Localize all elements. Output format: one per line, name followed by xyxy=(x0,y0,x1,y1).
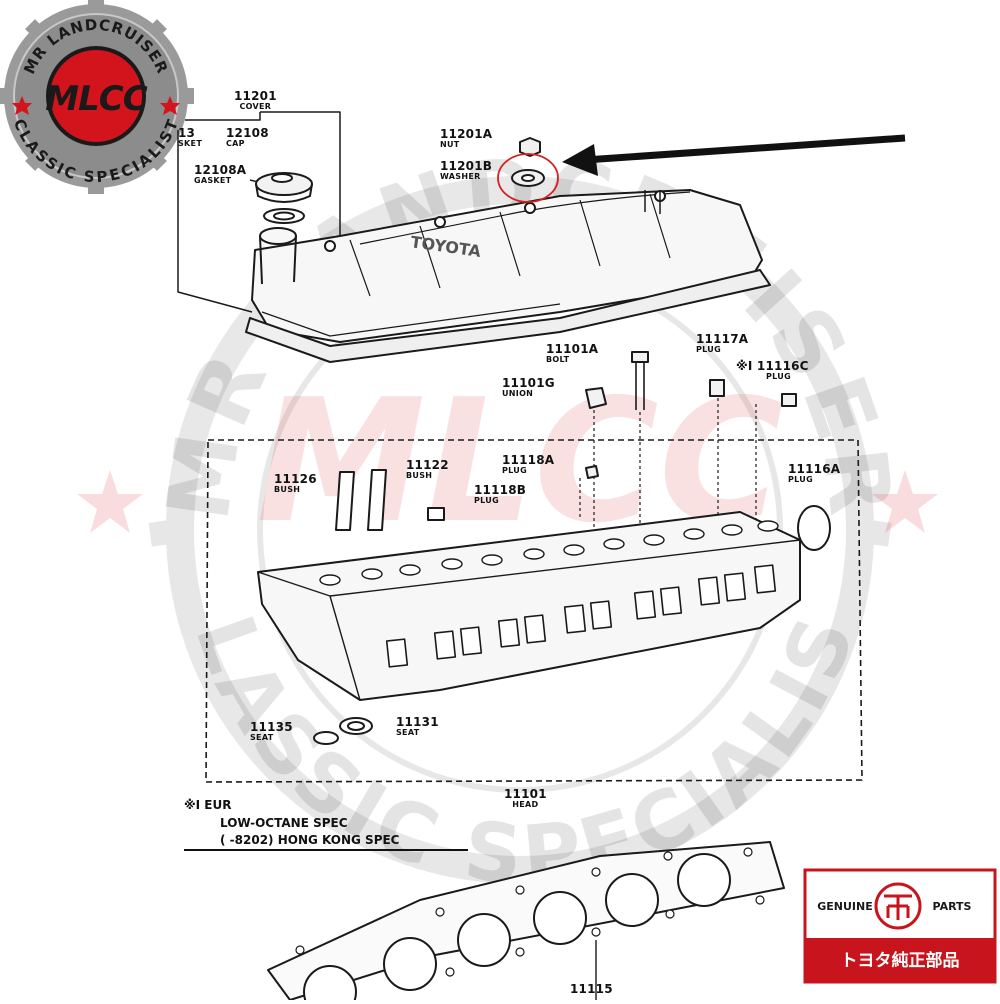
label-11116C-marker: ※Ⅰ xyxy=(736,359,753,373)
label-11201B-name: WASHER xyxy=(440,172,481,181)
note-hong-kong: ( -8202) HONG KONG SPEC xyxy=(220,833,400,847)
label-11126-name: BUSH xyxy=(274,485,301,494)
cylinder-head-drawing xyxy=(205,351,863,783)
badge-left-text: GENUINE xyxy=(817,900,873,913)
highlight-circle xyxy=(497,153,559,203)
note-low-octane: LOW-OCTANE SPEC xyxy=(220,816,348,830)
label-11201B-number: 11201B xyxy=(440,159,493,173)
label-12108A-number: 12108A xyxy=(194,163,247,177)
label-11101-name: HEAD xyxy=(512,800,539,809)
label-11115-number: 11115 xyxy=(570,982,613,996)
genuine-parts-badge: GENUINE PARTS トヨタ純正部品 xyxy=(803,868,997,984)
label-11131-name: SEAT xyxy=(396,728,420,737)
label-11118A-name: PLUG xyxy=(502,466,527,475)
label-11122-number: 11122 xyxy=(406,458,449,472)
label-11116C-name: PLUG xyxy=(766,372,791,381)
label-11117A-number: 11117A xyxy=(696,332,749,346)
label-11135-name: SEAT xyxy=(250,733,274,742)
logo-star-left xyxy=(12,96,32,115)
valve-cover-drawing xyxy=(177,111,771,363)
label-11116A-number: 11116A xyxy=(788,462,841,476)
label-12108-number: 12108 xyxy=(226,126,269,140)
label-11116C-number: 11116C xyxy=(756,359,809,373)
label-11117A-name: PLUG xyxy=(696,345,721,354)
label-11135-number: 11135 xyxy=(250,720,293,734)
label-11122-name: BUSH xyxy=(406,471,433,480)
note-eur: ※Ⅰ EUR xyxy=(184,798,232,812)
pointer-arrow xyxy=(562,134,906,176)
label-11131: 11131 SEAT xyxy=(396,716,439,737)
label-11201A-name: NUT xyxy=(440,140,460,149)
mlcc-logo: MR LANDCRUISER CLASSIC SPECIALIST MLCC xyxy=(0,0,194,194)
label-11116C: ※Ⅰ 11116C PLUG xyxy=(736,360,809,381)
label-11118A-number: 11118A xyxy=(502,453,555,467)
label-11135: 11135 SEAT xyxy=(250,721,293,742)
label-11101A-number: 11101A xyxy=(546,342,599,356)
logo-mark-text: MLCC xyxy=(45,79,147,119)
logo-star-right xyxy=(160,96,180,115)
badge-right-text: PARTS xyxy=(933,900,972,913)
label-11201-name: COVER xyxy=(239,102,272,111)
label-11213-name: SKET xyxy=(178,139,203,148)
label-11118B-name: PLUG xyxy=(474,496,499,505)
label-11116A: 11116A PLUG xyxy=(788,463,840,484)
label-11101: 11101 HEAD xyxy=(504,788,547,809)
label-11213-number: 13 xyxy=(178,126,196,140)
label-11101-number: 11101 xyxy=(504,787,547,801)
label-12108-name: CAP xyxy=(226,139,245,148)
label-11201A: 11201A NUT xyxy=(440,128,492,149)
label-11116A-name: PLUG xyxy=(788,475,813,484)
label-11122: 11122 BUSH xyxy=(406,459,449,480)
label-12108A: 12108A GASKET xyxy=(194,164,246,185)
label-11213: 13 SKET xyxy=(178,127,202,148)
watermark-stars xyxy=(77,470,938,533)
label-11118B: 11118B PLUG xyxy=(474,484,526,505)
badge-bottom-text: トヨタ純正部品 xyxy=(841,950,960,971)
label-11126-number: 11126 xyxy=(274,472,317,486)
label-11101A: 11101A BOLT xyxy=(546,343,598,364)
label-11101G-name: UNION xyxy=(502,389,534,398)
label-11201-number: 11201 xyxy=(234,89,277,103)
label-11118B-number: 11118B xyxy=(474,483,527,497)
label-11117A: 11117A PLUG xyxy=(696,333,748,354)
label-11126: 11126 BUSH xyxy=(274,473,317,494)
label-11101G: 11101G UNION xyxy=(502,377,555,398)
logo-center xyxy=(50,50,142,142)
label-11101A-name: BOLT xyxy=(546,355,570,364)
label-11118A: 11118A PLUG xyxy=(502,454,554,475)
label-12108: 12108 CAP xyxy=(226,127,269,148)
label-12108A-name: GASKET xyxy=(194,176,232,185)
head-gasket-drawing xyxy=(267,841,785,1004)
label-11201: 11201 COVER xyxy=(234,90,277,111)
label-11201B: 11201B WASHER xyxy=(440,160,492,181)
label-11115: 11115 xyxy=(570,983,613,995)
label-11131-number: 11131 xyxy=(396,715,439,729)
label-11201A-number: 11201A xyxy=(440,127,493,141)
label-11101G-number: 11101G xyxy=(502,376,555,390)
